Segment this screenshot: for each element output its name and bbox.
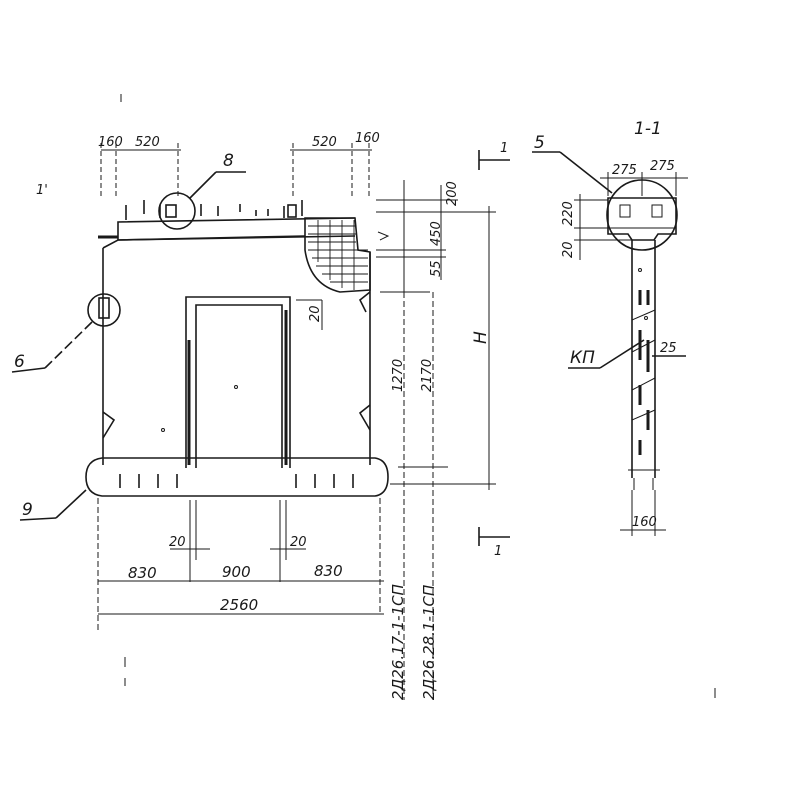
stray-mark: 1': [36, 183, 48, 198]
wall-panel: [98, 200, 371, 468]
hatched-section: [304, 217, 371, 293]
callout-9: 9: [22, 500, 33, 520]
callout-8: 8: [223, 151, 234, 171]
bottom-beam: [85, 457, 389, 497]
callout-6-circle: [87, 293, 121, 327]
callout-5: 5: [534, 133, 545, 153]
dim-right-2170: 2170: [420, 359, 435, 392]
dim-bottom-20-right: 20: [290, 535, 307, 550]
section-mark-top: 1: [500, 141, 508, 156]
dim-top-right-2: 160: [355, 131, 380, 146]
section-title: 1-1: [634, 119, 662, 139]
dim-right-55: 55: [429, 260, 444, 277]
section-view: [607, 197, 677, 490]
panel-mark-2: 2Д26.28.1-1СП: [420, 585, 438, 700]
top-dimensions: [100, 143, 372, 196]
dim-top-right-1: 520: [312, 135, 337, 150]
dim-bottom-20-left: 20: [169, 535, 186, 550]
dim-opening-20: 20: [308, 305, 323, 322]
section-mark-bottom: 1: [494, 544, 502, 559]
panel-mark-1: 2Д26.17-1-1СП: [389, 584, 407, 700]
dim-right-1270: 1270: [391, 359, 406, 392]
dim-top-left-1: 160: [98, 135, 123, 150]
callout-8-circle: [158, 192, 196, 230]
dim-bottom-830-left: 830: [128, 564, 157, 582]
section-dim-160: 160: [632, 515, 657, 530]
dim-right-200: 200: [445, 181, 460, 206]
dim-right-450: 450: [429, 221, 444, 246]
section-dim-220: 220: [561, 201, 576, 226]
dim-bottom-900: 900: [222, 563, 251, 581]
dim-bottom-830-right: 830: [314, 562, 343, 580]
door-opening: [185, 296, 291, 468]
bottom-dimensions: [97, 498, 384, 630]
dim-overall-2560: 2560: [220, 596, 258, 614]
section-marker-top: [478, 150, 510, 170]
dim-top-left-2: 520: [135, 135, 160, 150]
section-dim-275-right: 275: [650, 159, 675, 174]
section-marker-bottom: [478, 527, 510, 546]
callout-25: 25: [660, 341, 677, 356]
height-label: H: [471, 331, 491, 344]
section-dim-275-left: 275: [612, 163, 637, 178]
callout-6: 6: [14, 352, 25, 372]
section-dim-20: 20: [561, 241, 576, 258]
right-dimensions: [296, 180, 496, 700]
callout-kp: КП: [570, 348, 595, 368]
